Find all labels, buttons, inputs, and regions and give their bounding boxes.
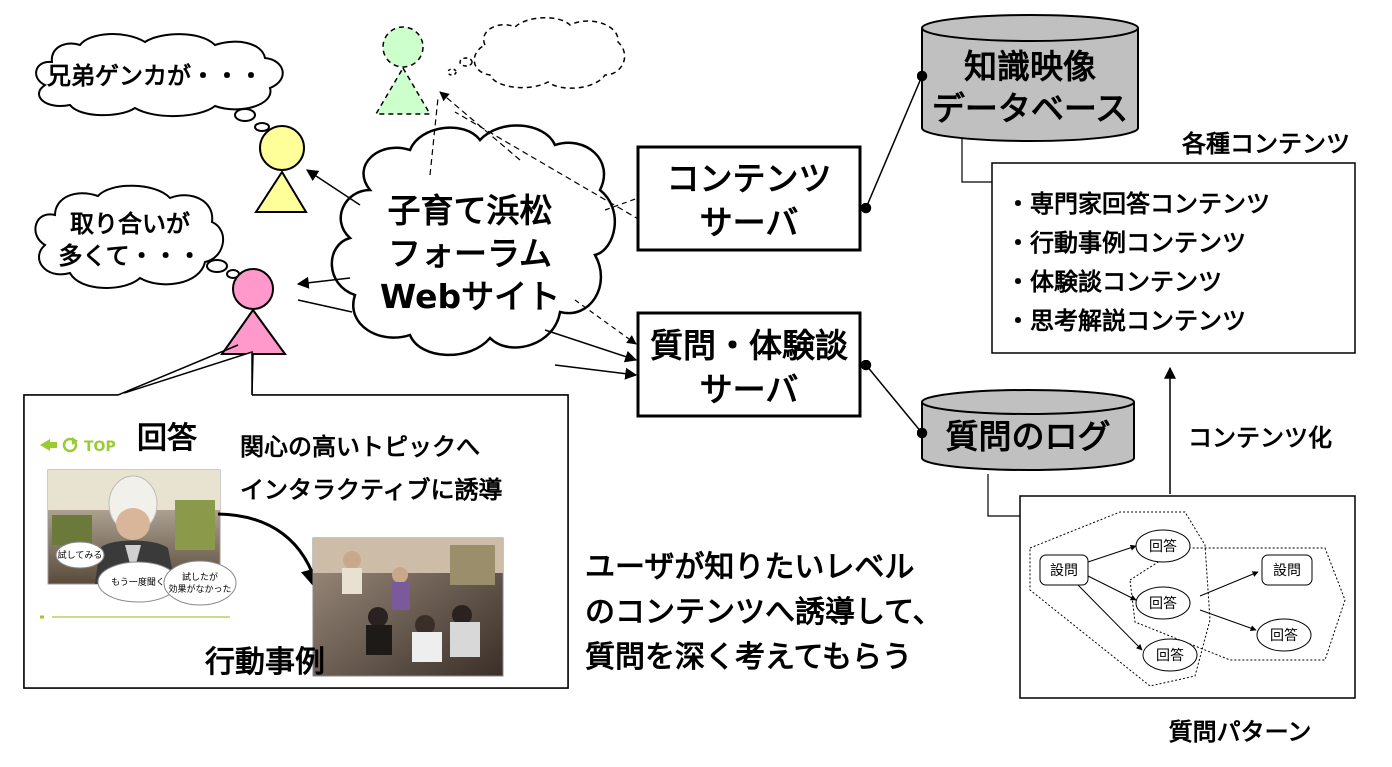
- option-ask-again-text: もう一度聞く: [111, 576, 165, 588]
- contents-item-experience: ・体験談コンテンツ: [1006, 268, 1222, 296]
- nav-top-label: TOP: [84, 439, 116, 455]
- knowledge-video-database: 知識映像 データベース: [921, 14, 1139, 142]
- option-tried-bubble[interactable]: [163, 560, 237, 606]
- line-pink-to-cloud: [297, 299, 353, 313]
- pattern-node-q2: 設問: [1273, 563, 1301, 579]
- contents-box-title: 各種コンテンツ: [1181, 130, 1350, 158]
- contents-item-behavior: ・行動事例コンテンツ: [1006, 229, 1246, 257]
- link-content-server-to-knowledge-db: [860, 70, 928, 214]
- contents-item-expert: ・専門家回答コンテンツ: [1006, 190, 1270, 218]
- thought-bubble-sibling-fight: 兄弟ゲンカが・・・: [35, 33, 284, 132]
- pattern-node-q1: 設問: [1050, 563, 1078, 579]
- connector-log-to-pattern: [987, 474, 1020, 517]
- arrow-cloud-to-pink: [296, 276, 351, 289]
- option-try-bubble[interactable]: [55, 541, 105, 569]
- guide-text-line2: インタラクティブに誘導: [240, 476, 503, 504]
- thought-bubble-grabbing: 取り合いが 多くて・・・: [34, 184, 240, 289]
- arrow-cloud-to-yellow: [305, 169, 361, 206]
- question-server-box: 質問・体験談 サーバ: [636, 311, 862, 418]
- website-cloud-line1: 子育て浜松: [388, 191, 553, 230]
- nav-back-icon: [40, 439, 57, 451]
- option-try-text: 試してみる: [58, 549, 103, 561]
- contents-box: [991, 162, 1356, 354]
- bubble-text-grabbing-1: 取り合いが: [70, 210, 190, 238]
- pattern-node-a4: 回答: [1270, 627, 1298, 644]
- option-tried-text-1: 試したが: [182, 571, 218, 583]
- arrow-cloud-to-question-server-2: [554, 364, 638, 380]
- arrow-cloud-to-question-server-1: [544, 329, 638, 363]
- pattern-node-a3: 回答: [1156, 647, 1184, 664]
- question-log-database: 質問のログ: [921, 389, 1135, 471]
- connector-db-to-contents: [961, 138, 992, 183]
- caption-line2: のコンテンツへ誘導して、: [585, 595, 943, 630]
- answer-label: 回答: [137, 421, 198, 456]
- content-server-box: コンテンツ サーバ: [636, 145, 862, 252]
- dashed-line-server-to-green: [454, 111, 641, 221]
- dashed-line-cloud-to-green: [429, 97, 439, 176]
- pattern-node-a1: 回答: [1149, 538, 1177, 555]
- content-server-line2: サーバ: [700, 203, 799, 242]
- website-cloud-line2: フォーラム: [388, 234, 552, 273]
- bubble-text-sibling-fight: 兄弟ゲンカが・・・: [46, 62, 263, 90]
- pink-parent-figure: [220, 268, 287, 355]
- knowledge-db-line1: 知識映像: [964, 47, 1096, 86]
- example-label: 行動事例: [204, 645, 325, 680]
- dashed-arrow-cloud-to-question-server: [574, 299, 637, 345]
- caption-line1: ユーザが知りたいレベル: [585, 550, 914, 585]
- website-cloud: 子育て浜松 フォーラム Webサイト: [330, 124, 617, 357]
- question-pattern-graph: 設問 回答 回答 回答 設問 回答: [1029, 511, 1346, 687]
- link-question-server-to-log-db: [860, 359, 928, 439]
- website-cloud-line3: Webサイト: [380, 277, 560, 316]
- potential-user-figure: [374, 17, 626, 115]
- guide-text-line1: 関心の高いトピックへ: [240, 433, 480, 461]
- contentize-label: コンテンツ化: [1188, 424, 1332, 452]
- screen-panel: TOP 試してみる もう一度聞く 試したが 効果がなかった 回答 関心の高いトピ…: [23, 344, 569, 689]
- knowledge-db-line2: データベース: [932, 89, 1128, 128]
- contents-item-thinking: ・思考解説コンテンツ: [1006, 307, 1246, 335]
- dashed-cloud-to-content-server: [604, 197, 639, 211]
- caption-line3: 質問を深く考えてもらう: [585, 640, 912, 675]
- question-server-line1: 質問・体験談: [650, 326, 849, 365]
- question-pattern-title: 質問パターン: [1169, 718, 1312, 746]
- content-server-line1: コンテンツ: [667, 159, 832, 198]
- pattern-node-a2: 回答: [1149, 595, 1177, 612]
- nav-refresh-icon: [62, 437, 78, 453]
- bubble-text-grabbing-2: 多くて・・・: [58, 242, 201, 270]
- question-server-line2: サーバ: [700, 370, 799, 409]
- yellow-parent-figure: [254, 125, 308, 213]
- question-log-label: 質問のログ: [946, 417, 1111, 456]
- option-tried-text-2: 効果がなかった: [168, 583, 231, 595]
